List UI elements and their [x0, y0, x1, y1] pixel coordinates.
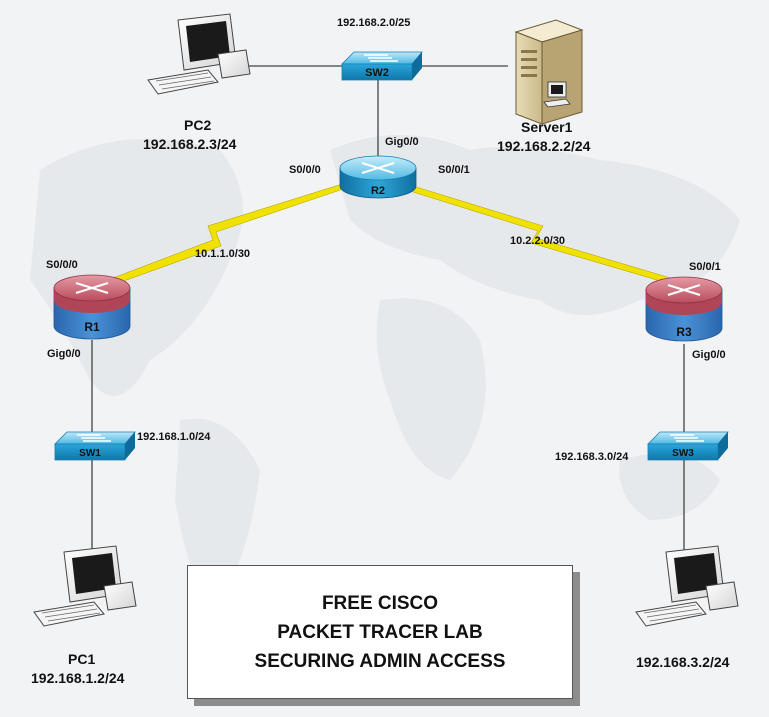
link-r2-r3-label: 10.2.2.0/30: [510, 235, 566, 247]
pc2-ip-label: 192.168.2.3/24: [143, 136, 237, 152]
pc3-ip-label: 192.168.3.2/24: [636, 654, 730, 670]
r2-s001-label: S0/0/1: [438, 164, 470, 176]
r1-label: R1: [84, 320, 100, 334]
title-line-3: SECURING ADMIN ACCESS: [254, 650, 506, 672]
lab-title-box: FREE CISCO PACKET TRACER LAB SECURING AD…: [187, 565, 573, 699]
sw2-label: SW2: [365, 67, 389, 79]
r3-label: R3: [676, 325, 692, 339]
server1-ip-label: 192.168.2.2/24: [497, 138, 591, 154]
r3-gig-label: Gig0/0: [692, 349, 726, 361]
sw1-network-label: 192.168.1.0/24: [137, 431, 211, 443]
title-line-1: FREE CISCO: [321, 592, 439, 614]
link-r1-r2-label: 10.1.1.0/30: [195, 248, 251, 260]
r2-gig-label: Gig0/0: [385, 136, 419, 148]
sw3-label: SW3: [672, 448, 694, 459]
pc2-icon[interactable]: [147, 13, 251, 95]
server1-icon[interactable]: [514, 19, 584, 125]
sw1-label: SW1: [79, 448, 101, 459]
pc1-ip-label: 192.168.1.2/24: [31, 670, 125, 686]
ethernet-links: [91, 65, 685, 550]
title-line-2: PACKET TRACER LAB: [277, 621, 483, 643]
sw3-network-label: 192.168.3.0/24: [555, 451, 629, 463]
r2-label: R2: [371, 185, 385, 197]
pc2-name-label: PC2: [184, 117, 212, 133]
r1-gig-label: Gig0/0: [47, 348, 81, 360]
r2-s000-label: S0/0/0: [289, 164, 321, 176]
pc1-icon[interactable]: [33, 545, 137, 627]
switch-sw2-icon[interactable]: SW2: [341, 51, 423, 81]
sw2-network-label: 192.168.2.0/25: [337, 17, 411, 29]
pc3-icon[interactable]: [635, 545, 739, 627]
r1-s000-label: S0/0/0: [46, 259, 78, 271]
switch-sw3-icon[interactable]: SW3: [647, 431, 729, 461]
switch-sw1-icon[interactable]: SW1: [54, 431, 136, 461]
world-map-background: [30, 135, 740, 620]
router-r2-icon[interactable]: R2: [339, 155, 417, 199]
pc1-name-label: PC1: [68, 651, 96, 667]
router-r3-icon[interactable]: R3: [645, 276, 723, 342]
router-r1-icon[interactable]: R1: [53, 274, 131, 340]
server1-name-label: Server1: [521, 119, 573, 135]
r3-s001-label: S0/0/1: [689, 261, 721, 273]
